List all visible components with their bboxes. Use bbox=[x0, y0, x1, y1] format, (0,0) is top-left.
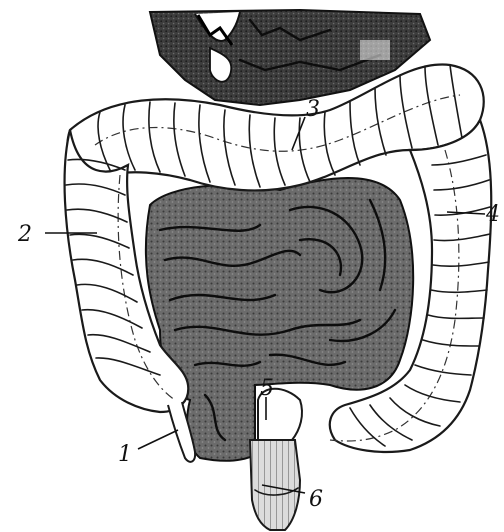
svg-text:2: 2 bbox=[17, 222, 32, 247]
svg-text:1: 1 bbox=[118, 442, 132, 467]
svg-text:6: 6 bbox=[309, 487, 323, 512]
label-1: 1 bbox=[118, 430, 178, 467]
svg-text:3: 3 bbox=[306, 97, 320, 122]
svg-text:4: 4 bbox=[485, 202, 500, 227]
svg-text:5: 5 bbox=[260, 376, 274, 401]
rectum bbox=[250, 389, 302, 530]
